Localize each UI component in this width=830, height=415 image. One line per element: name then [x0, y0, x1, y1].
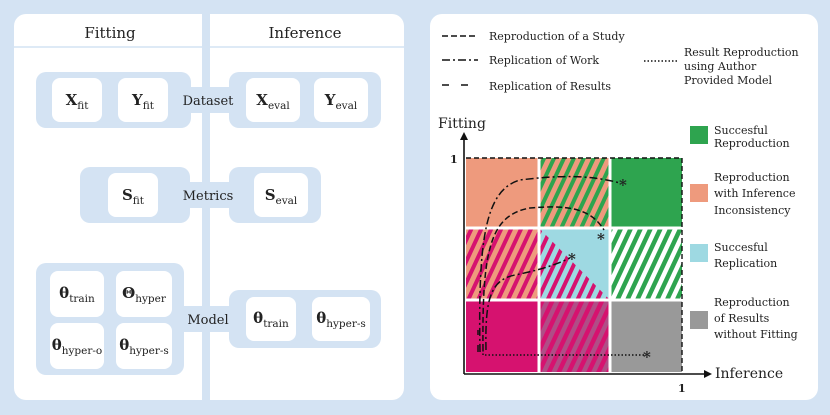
- legend-green-line1: Succesful: [714, 124, 768, 137]
- metrics-group: Metrics Sfit Seval: [80, 167, 321, 223]
- cell-bottom-right-gray: [610, 300, 682, 372]
- left-panel: Fitting Inference Dataset Xfit Yfit Xeva…: [14, 14, 404, 400]
- theta-train-symbol: θtrain: [59, 284, 95, 305]
- cell-top-left-salmon: [466, 158, 539, 228]
- outcome-grid: [466, 157, 683, 374]
- cell-bottom-mid-hatched: [539, 300, 610, 372]
- x-fit-card: [52, 78, 102, 122]
- x-fit-symbol: Xfit: [66, 91, 90, 112]
- y-fit-card: [118, 78, 168, 122]
- legend-gray-line1: Reproduction: [714, 296, 790, 309]
- theta-hyper-o-symbol: θhyper-o: [52, 336, 103, 357]
- theta-hyper-o-card: [50, 323, 104, 369]
- inference-header: Inference: [268, 24, 341, 42]
- endpoint-marker-bottom: *: [643, 348, 651, 366]
- legend-swatch-green: [690, 126, 708, 144]
- cell-bottom-left-magenta: [466, 300, 539, 372]
- color-legend: Succesful Reproduction Reproduction with…: [690, 124, 798, 341]
- legend-gray-line3: without Fitting: [714, 328, 798, 341]
- x-axis-arrow: [704, 370, 712, 378]
- legend-result-reproduction-line3: Provided Model: [684, 74, 773, 87]
- x-eval-symbol: Xeval: [256, 91, 290, 112]
- theta-hyper-s-symbol: θhyper-s: [119, 336, 169, 357]
- model-group: Model θtrain Θhyper θhyper-o θhyper-s θt…: [36, 263, 381, 375]
- s-fit-symbol: Sfit: [122, 186, 145, 207]
- legend-swatch-cyan: [690, 244, 708, 262]
- legend-result-reproduction-line1: Result Reproduction: [684, 46, 799, 59]
- legend-cyan-line1: Succesful: [714, 241, 768, 254]
- legend-green-line2: Reproduction: [714, 137, 790, 150]
- theta-train-inf-symbol: θtrain: [253, 309, 289, 330]
- legend-swatch-salmon: [690, 184, 708, 202]
- y-eval-symbol: Yeval: [324, 91, 358, 112]
- y-fit-symbol: Yfit: [131, 91, 155, 112]
- path-replication-of-work-top: [478, 175, 621, 353]
- theta-hyper-card: [116, 271, 172, 317]
- legend-gray-line2: of Results: [714, 312, 770, 325]
- metrics-bridge: [176, 182, 244, 208]
- model-bridge: [170, 306, 244, 332]
- endpoint-marker-upper-right: *: [597, 230, 605, 248]
- path-reproduction-of-study: [482, 206, 605, 351]
- theta-hyper-symbol: Θhyper: [122, 284, 167, 305]
- legend-result-reproduction-line2: using Author: [684, 60, 757, 73]
- cell-mid-right-hatched: [610, 228, 682, 300]
- theta-hyper-s-inf-card: [312, 297, 370, 341]
- dataset-bridge: [176, 87, 244, 113]
- theta-hyper-s-card: [116, 323, 172, 369]
- dataset-label: Dataset: [183, 94, 235, 109]
- model-label: Model: [187, 313, 228, 328]
- legend-salmon-line1: Reproduction: [714, 171, 790, 184]
- s-eval-symbol: Seval: [265, 186, 298, 207]
- dataset-group: Dataset Xfit Yfit Xeval Yeval: [36, 72, 381, 128]
- legend-cyan-line2: Replication: [714, 257, 777, 270]
- x-axis-tick-1: 1: [678, 382, 686, 395]
- y-axis-tick-1: 1: [450, 153, 458, 166]
- legend-swatch-gray: [690, 311, 708, 329]
- cell-center-cyan-triangle: [539, 228, 610, 300]
- x-eval-card: [246, 78, 300, 122]
- endpoint-marker-center: *: [568, 250, 576, 268]
- cell-mid-left-hatched: [466, 228, 539, 300]
- process-paths: [477, 175, 645, 356]
- cell-top-right-green: [610, 158, 682, 228]
- endpoint-marker-top: *: [619, 176, 627, 194]
- legend-salmon-line3: Inconsistency: [714, 204, 791, 217]
- line-legend: Reproduction of a Study Replication of W…: [442, 30, 799, 93]
- path-result-reproduction: [482, 350, 645, 356]
- theta-train-inf-card: [246, 297, 296, 341]
- theta-hyper-s-inf-symbol: θhyper-s: [316, 309, 366, 330]
- legend-reproduction-of-study: Reproduction of a Study: [489, 30, 625, 43]
- path-replication-of-work-mid: [485, 257, 571, 351]
- right-panel: Reproduction of a Study Replication of W…: [430, 14, 818, 400]
- s-eval-card: [254, 173, 308, 217]
- s-fit-card: [108, 173, 158, 217]
- metrics-label: Metrics: [183, 189, 234, 204]
- theta-train-card: [50, 271, 104, 317]
- axes: Fitting Inference 1 1: [438, 116, 783, 395]
- legend-replication-of-work: Replication of Work: [489, 54, 599, 67]
- x-axis-label: Inference: [715, 366, 783, 382]
- fitting-header: Fitting: [84, 24, 136, 42]
- cell-top-mid-hatched: [539, 158, 610, 228]
- y-axis-label: Fitting: [438, 116, 486, 132]
- y-eval-card: [314, 78, 368, 122]
- legend-replication-of-results: Replication of Results: [489, 80, 611, 93]
- y-axis-arrow: [460, 132, 468, 140]
- legend-salmon-line2: with Inference: [714, 187, 795, 200]
